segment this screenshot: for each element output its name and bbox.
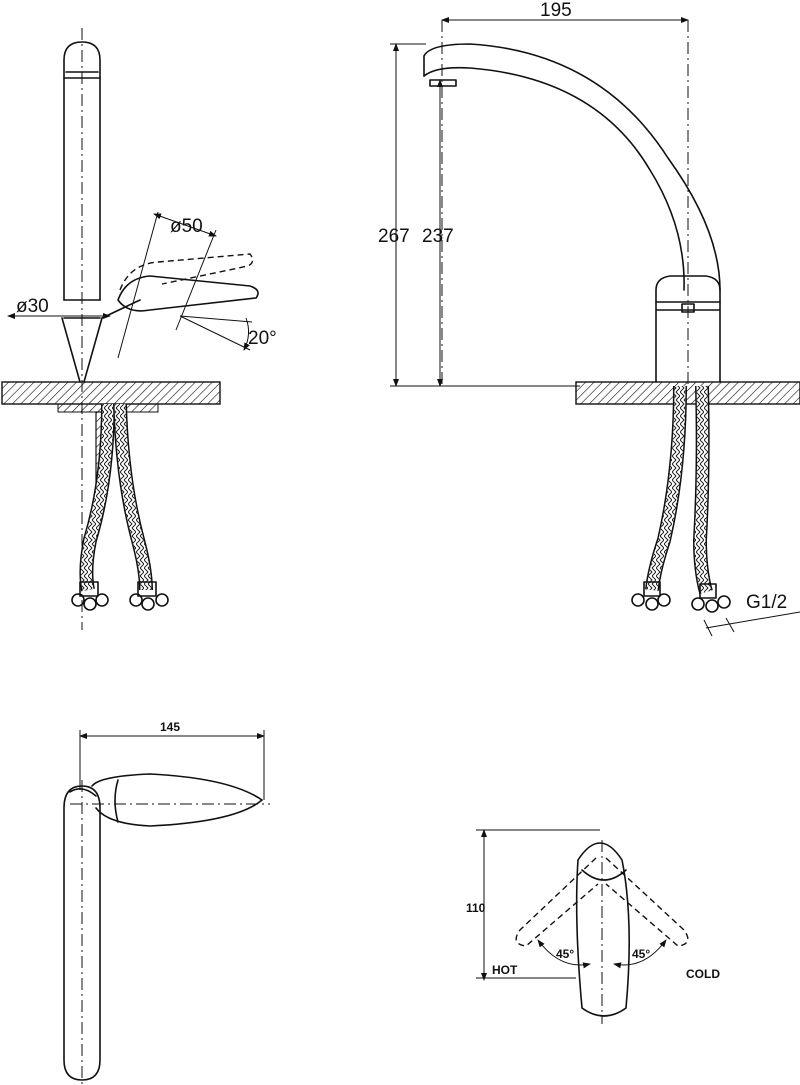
faucet-body-side (63, 41, 101, 301)
connection-label: G1/2 (746, 592, 787, 613)
faucet-body-front (655, 275, 721, 303)
body-top (575, 842, 630, 1017)
countertop-right (575, 381, 800, 405)
spout-plan (63, 785, 101, 1081)
plan-length-label: 145 (160, 720, 180, 734)
hot-label: HOT (492, 963, 518, 977)
countertop-left (1, 381, 221, 405)
top-view: 110 45° 45° HOT COLD (466, 829, 720, 1024)
spout-height-label: 237 (422, 226, 454, 247)
total-height-label: 267 (378, 226, 410, 247)
side-view: ø50 ø30 20° (1, 28, 277, 630)
reach-label: 195 (540, 0, 572, 21)
body-diameter-label: ø30 (16, 296, 49, 317)
plan-view: 145 (63, 720, 270, 1084)
lever-handle-side (117, 275, 259, 312)
hot-angle-label: 45° (556, 947, 574, 961)
hot-lever-position (515, 857, 599, 947)
cold-lever-position (605, 857, 689, 947)
cold-label: COLD (686, 967, 720, 981)
cold-angle-label: 45° (632, 947, 650, 961)
lever-depth-label: 110 (466, 901, 486, 915)
spout-front (423, 43, 721, 291)
lever-tilt-label: 20° (248, 328, 277, 349)
lever-plan (91, 773, 263, 827)
hose-fittings-front (631, 581, 731, 613)
front-view: 195 267 237 G1/2 (378, 0, 800, 637)
faucet-base-side (61, 299, 141, 383)
hose-fittings-side (71, 581, 169, 611)
lever-diameter-label: ø50 (170, 216, 203, 237)
